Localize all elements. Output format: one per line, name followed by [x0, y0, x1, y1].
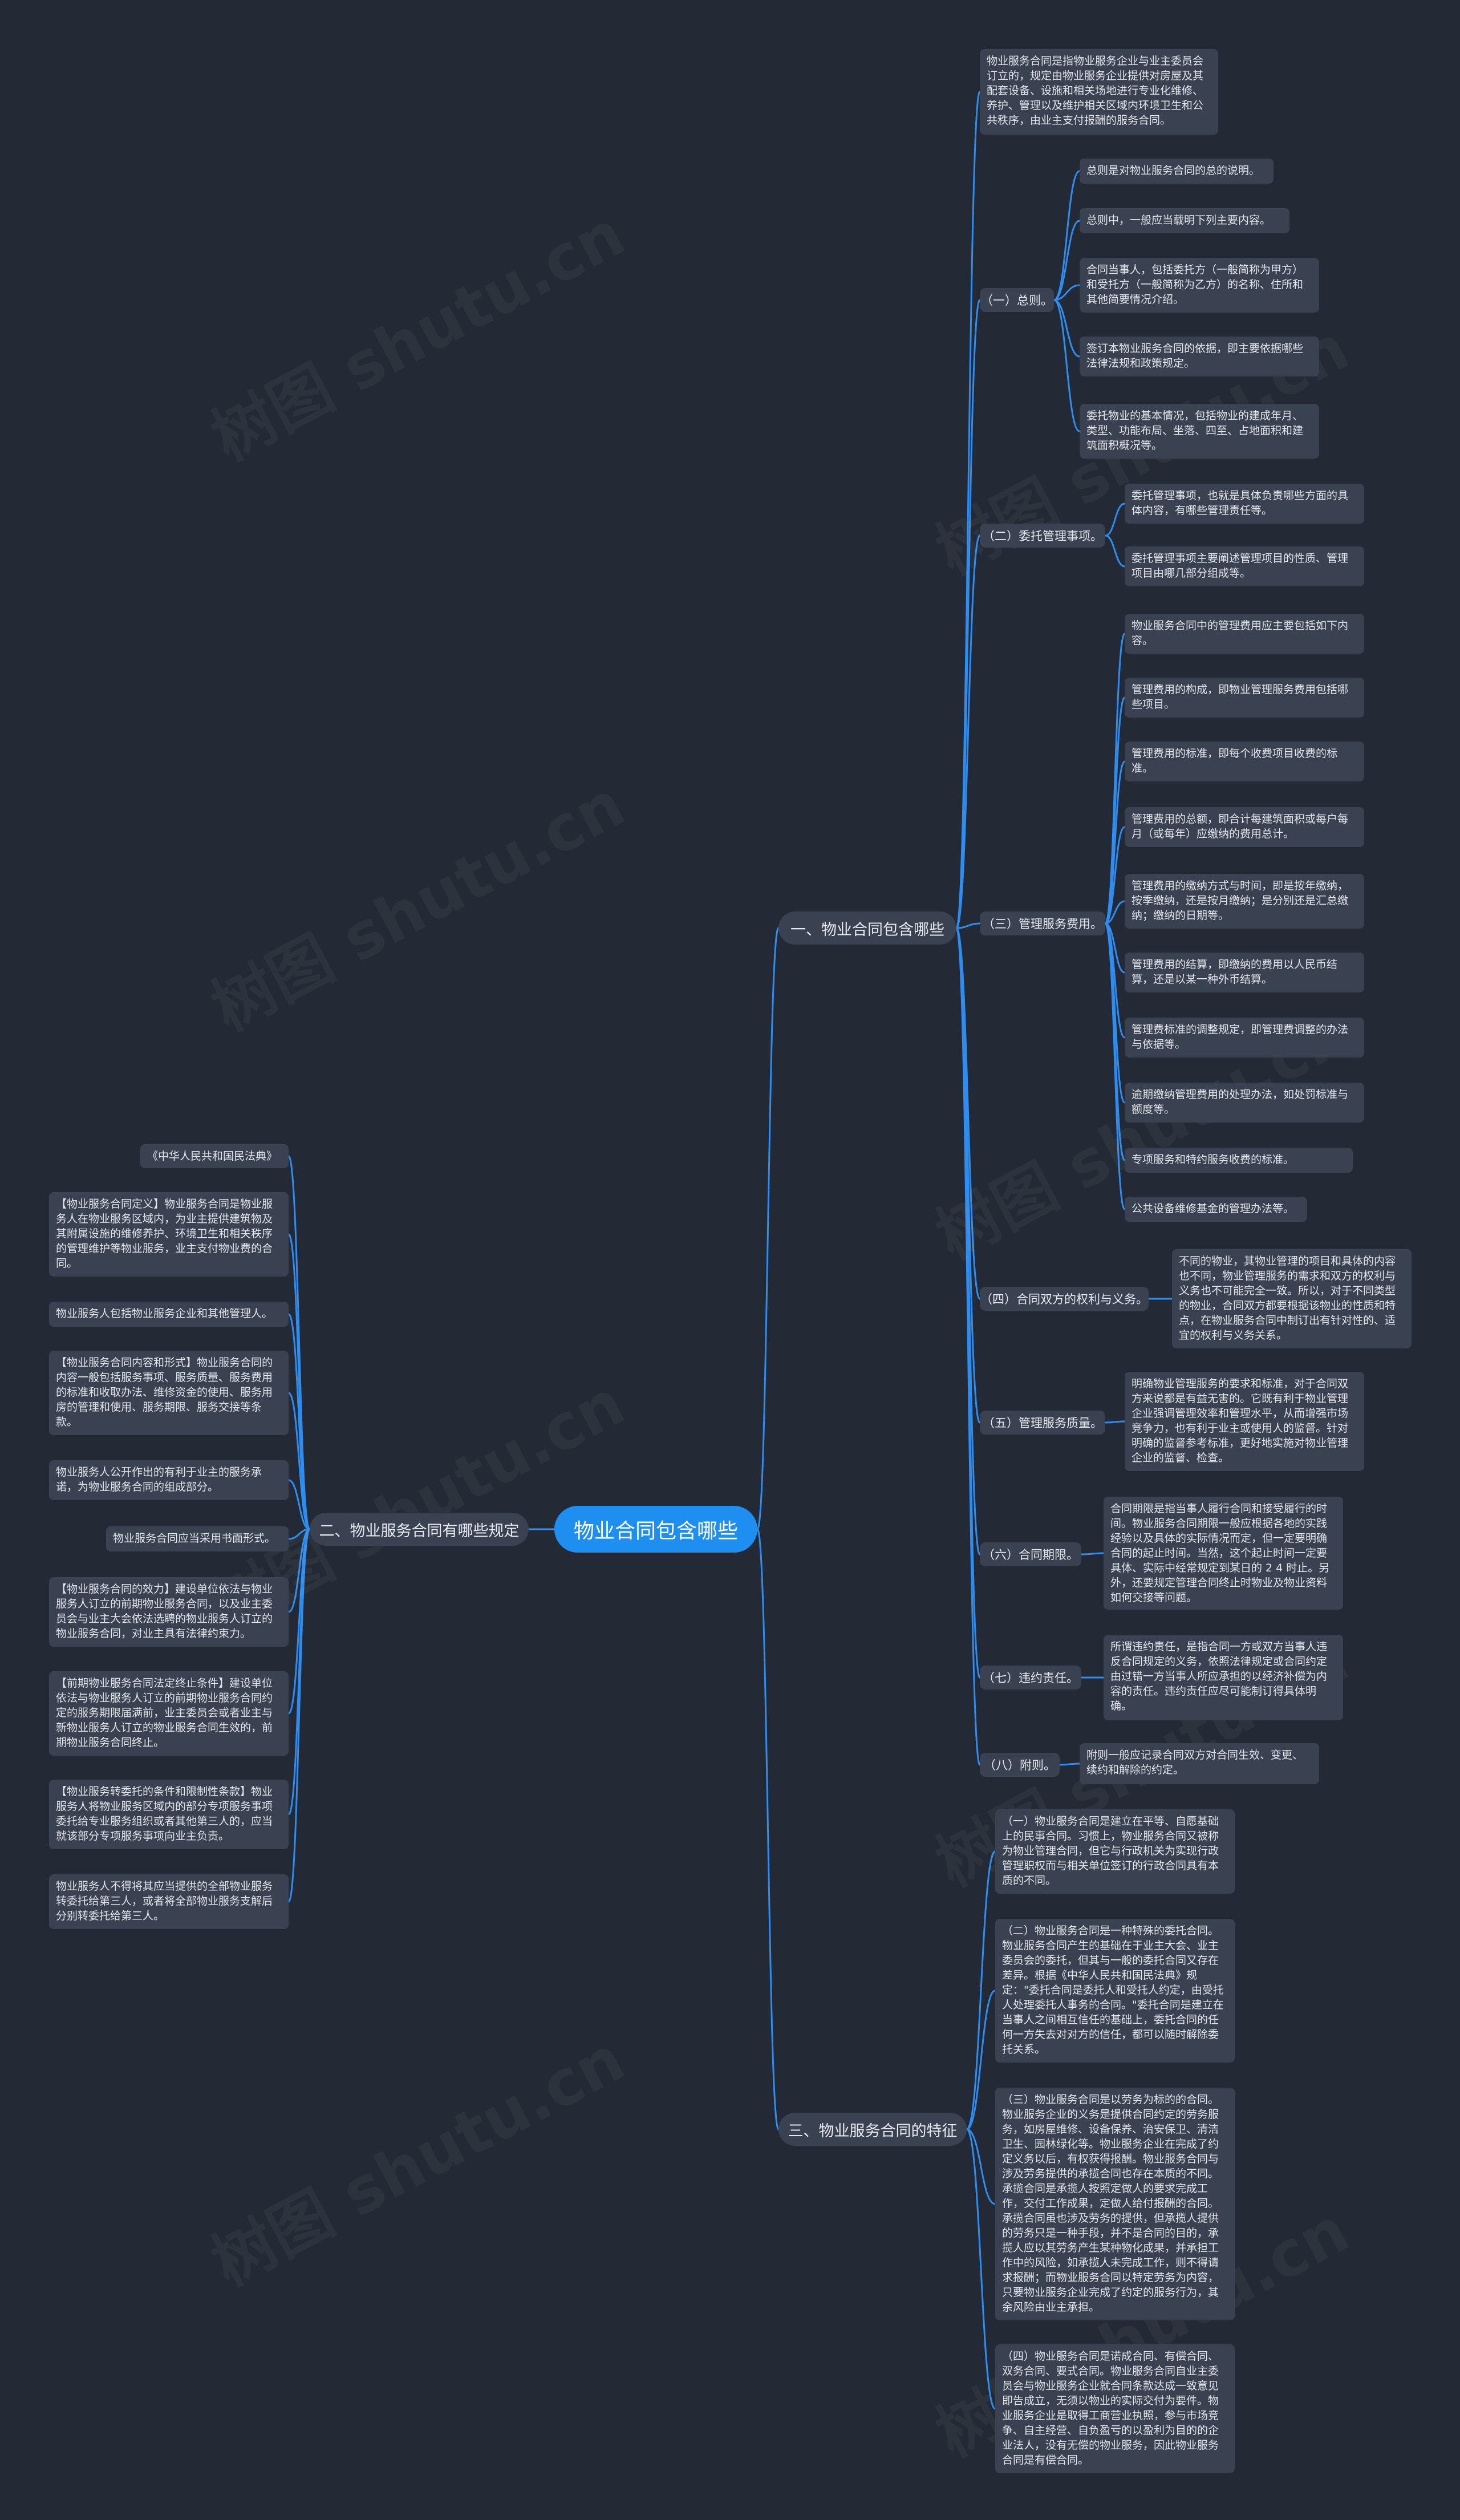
leaf-item[interactable]: 委托管理事项，也就是具体负责哪些方面的具体内容，有哪些管理责任等。 — [1125, 484, 1364, 524]
leaf-item[interactable]: 附则一般应记录合同双方对合同生效、变更、续约和解除的约定。 — [1080, 1743, 1319, 1784]
leaf-item[interactable]: 不同的物业，其物业管理的项目和具体的内容也不同，物业管理服务的需求和双方的权利与… — [1172, 1249, 1412, 1348]
connector — [956, 922, 980, 929]
leaf-item[interactable]: 管理费标准的调整规定，即管理费调整的办法与依据等。 — [1125, 1018, 1364, 1058]
leaf-item[interactable]: 【物业服务转委托的条件和限制性条款】物业服务人将物业服务区域内的部分专项服务事项… — [49, 1780, 289, 1849]
leaf-item[interactable]: 管理费用的缴纳方式与时间，即是按年缴纳，按季缴纳，还是按月缴纳；是分别还是汇总缴… — [1125, 874, 1364, 929]
connector — [1053, 299, 1080, 358]
connector — [1105, 922, 1125, 974]
leaf-item[interactable]: 总则是对物业服务合同的总的说明。 — [1080, 159, 1274, 184]
connector — [1105, 534, 1125, 568]
connector — [1059, 1763, 1080, 1766]
sub-contract-term[interactable]: （六）合同期限。 — [980, 1542, 1081, 1566]
branch-what-contract-includes[interactable]: 一、物业合同包含哪些 — [778, 911, 956, 945]
connector — [1081, 1552, 1104, 1555]
connector — [1104, 696, 1126, 925]
leaf-item[interactable]: 签订本物业服务合同的依据，即主要依据哪些法律法规和政策规定。 — [1080, 337, 1319, 376]
leaf-item[interactable]: 物业服务人包括物业服务企业和其他管理人。 — [49, 1302, 289, 1327]
branch-contract-features[interactable]: 三、物业服务合同的特征 — [778, 2113, 967, 2146]
connector — [287, 1528, 311, 1903]
leaf-item[interactable]: 总则中，一般应当载明下列主要内容。 — [1080, 208, 1289, 233]
leaf-item[interactable]: 【物业服务合同定义】物业服务合同是物业服务人在物业服务区域内，为业主提供建筑物及… — [49, 1192, 289, 1277]
leaf-item[interactable]: 委托物业的基本情况，包括物业的建成年月、类型、功能布局、坐落、四至、占地面积和建… — [1080, 404, 1319, 459]
leaf-item[interactable]: 物业服务人公开作出的有利于业主的服务承诺，为物业服务合同的组成部分。 — [49, 1460, 289, 1500]
leaf-item[interactable]: 管理费用的总额，即合计每建筑面积或每户每月（或每年）应缴纳的费用总计。 — [1125, 807, 1364, 847]
leaf-item[interactable]: 管理费用的标准，即每个收费项目收费的标准。 — [1125, 742, 1364, 781]
connector — [1105, 826, 1125, 925]
sub-management-fees[interactable]: （三）管理服务费用。 — [980, 911, 1105, 935]
connector — [288, 1528, 310, 1540]
connector — [1105, 1420, 1125, 1424]
sub-general-provisions[interactable]: （一）总则。 — [980, 288, 1054, 312]
connector — [955, 534, 981, 929]
connector — [966, 2128, 996, 2205]
leaf-item[interactable]: （一）物业服务合同是建立在平等、自愿基础上的民事合同。习惯上，物业服务合同又被称… — [995, 1809, 1235, 1894]
leaf-item[interactable]: 《中华人民共和国民法典》 — [140, 1144, 289, 1168]
leaf-item[interactable]: 合同当事人，包括委托方（一般简称为甲方）和受托方（一般简称为乙方）的名称、住所和… — [1080, 258, 1319, 313]
leaf-item[interactable]: 专项服务和特约服务收费的标准。 — [1125, 1148, 1353, 1173]
leaf-item[interactable]: 管理费用的构成，即物业管理服务费用包括哪些项目。 — [1125, 678, 1364, 718]
leaf-item[interactable]: （四）物业服务合同是诺成合同、有偿合同、双务合同、要式合同。物业服务合同自业主委… — [995, 2344, 1235, 2473]
connector — [1053, 284, 1080, 301]
leaf-item[interactable]: 管理费用的结算，即缴纳的费用以人民币结算，还是以某一种外币结算。 — [1125, 953, 1364, 992]
connector — [287, 1233, 311, 1530]
leaf-item[interactable]: 合同期限是指当事人履行合同和接受履行的时间。物业服务合同期限一般应根据各地的实践… — [1104, 1497, 1343, 1610]
leaf-item[interactable]: 逾期缴纳管理费用的处理办法，如处罚标准与额度等。 — [1125, 1083, 1364, 1123]
connector — [966, 1990, 996, 2130]
connector — [287, 1155, 311, 1530]
connector — [955, 927, 981, 1766]
sub-supplementary[interactable]: （八）附则。 — [980, 1753, 1060, 1777]
connector — [1053, 170, 1080, 301]
connector — [287, 1392, 311, 1530]
leaf-item[interactable]: 【前期物业服务合同法定终止条件】建设单位依法与物业服务人订立的前期物业服务合同约… — [49, 1671, 289, 1756]
branch-contract-regulations[interactable]: 二、物业服务合同有哪些规定 — [310, 1513, 529, 1546]
connector — [1105, 503, 1125, 537]
sub-entrusted-matters[interactable]: （二）委托管理事项。 — [980, 524, 1105, 548]
connector — [1105, 900, 1125, 925]
connector — [287, 1313, 311, 1530]
leaf-item[interactable]: （三）物业服务合同是以劳务为标的的合同。物业服务企业的义务是提供合同约定的劳务服… — [995, 2088, 1235, 2320]
leaf-item[interactable]: （二）物业服务合同是一种特殊的委托合同。物业服务合同产生的基础在于业主大会、业主… — [995, 1919, 1235, 2063]
sub-liability[interactable]: （七）违约责任。 — [980, 1666, 1081, 1690]
connector — [1104, 760, 1126, 925]
leaf-item[interactable]: 【物业服务合同内容和形式】物业服务合同的内容一般包括服务事项、服务质量、服务费用… — [49, 1351, 289, 1435]
leaf-item[interactable]: 【物业服务合同的效力】建设单位依法与物业服务人订立的前期物业服务合同，以及业主委… — [49, 1577, 289, 1647]
leaf-item[interactable]: 物业服务合同应当采用书面形式。 — [106, 1526, 289, 1551]
contract-definition-leaf[interactable]: 物业服务合同是指物业服务企业与业主委员会订立的，规定由物业服务企业提供对房屋及其… — [980, 49, 1218, 135]
connector — [288, 1479, 310, 1530]
leaf-item[interactable]: 所谓违约责任，是指合同一方或双方当事人违反合同规定的义务，依照法律规定或合同约定… — [1104, 1635, 1343, 1720]
leaf-item[interactable]: 物业服务合同中的管理费用应主要包括如下内容。 — [1125, 614, 1364, 654]
leaf-item[interactable]: 物业服务人不得将其应当提供的全部物业服务转委托给第三人，或者将全部物业服务支解后… — [49, 1874, 289, 1929]
connector — [1053, 220, 1080, 301]
connector — [756, 927, 780, 1530]
connector — [1104, 922, 1126, 1210]
leaf-item[interactable]: 公共设备维修基金的管理办法等。 — [1125, 1197, 1307, 1222]
root-topic[interactable]: 物业合同包含哪些 — [554, 1506, 757, 1553]
connector — [1053, 299, 1080, 432]
connector — [966, 2128, 996, 2410]
leaf-item[interactable]: 明确物业管理服务的要求和标准，对于合同双方来说都是有益无害的。它既有利于物业管理… — [1125, 1372, 1364, 1471]
connector — [756, 1528, 780, 2130]
connector — [966, 1850, 996, 2130]
connector — [288, 1528, 310, 1613]
sub-rights-obligations[interactable]: （四）合同双方的权利与义务。 — [980, 1287, 1149, 1311]
sub-service-quality[interactable]: （五）管理服务质量。 — [980, 1411, 1105, 1435]
leaf-item[interactable]: 委托管理事项主要阐述管理项目的性质、管理项目由哪几部分组成等。 — [1125, 546, 1364, 586]
connector — [955, 299, 981, 929]
